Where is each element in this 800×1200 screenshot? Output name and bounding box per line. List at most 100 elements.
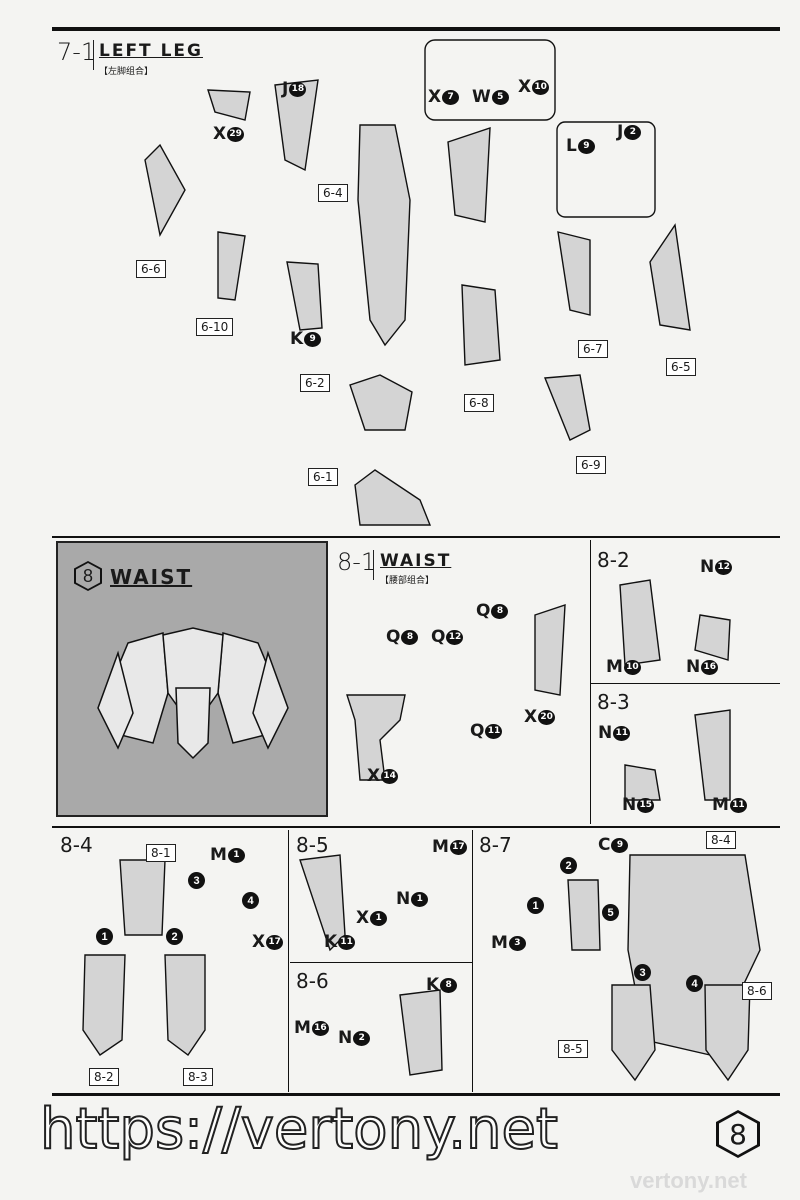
step-order-badge: 4 [686,975,703,992]
bottom-rule [52,1093,780,1096]
part-number-badge: 11 [338,934,356,950]
part-letter: J [282,79,289,99]
part-letter: Q [431,627,446,647]
part-letter: X [428,87,442,107]
part-number-badge: 16 [701,659,719,675]
part-letter: X [213,124,227,144]
top-rule [52,27,780,31]
part-number-badge: 29 [227,126,245,142]
lower-rule [52,826,780,828]
part-number-badge: 9 [577,138,595,154]
part-number-badge: 18 [289,81,307,97]
reference-box: 8-6 [742,982,772,1000]
footer-watermark: vertony.net [630,1168,747,1193]
part-letter: C [598,835,611,855]
mid-rule [52,536,780,538]
part-letter: N [700,557,715,577]
reference-box: 8-2 [89,1068,119,1086]
part-letter: J [617,122,624,142]
part-letter: N [622,795,637,815]
part-number-badge: 11 [613,725,631,741]
part-number-badge: 8 [401,629,419,645]
part-number-badge: 8 [440,977,458,993]
step-order-badge: 1 [96,928,113,945]
part-letter: K [290,329,304,349]
part-letter: N [396,889,411,909]
part-number-badge: 20 [538,709,556,725]
reference-box: 6-7 [578,340,608,358]
reference-box: 6-9 [576,456,606,474]
part-letter: Q [386,627,401,647]
part-number-badge: 14 [381,768,399,784]
part-letter: L [566,136,577,156]
reference-box: 6-5 [666,358,696,376]
part-number-badge: 17 [266,934,284,950]
part-number-badge: 1 [227,847,245,863]
part-letter: X [367,766,381,786]
divider [290,962,472,963]
reference-box: 6-1 [308,468,338,486]
reference-box: 6-6 [136,260,166,278]
section-8-2-number: 8-2 [597,548,630,572]
part-letter: N [686,657,701,677]
step-order-badge: 2 [560,857,577,874]
part-number-badge: 2 [353,1030,371,1046]
part-number-badge: 9 [611,837,629,853]
section-8-4-number: 8-4 [60,833,93,857]
part-number-badge: 11 [485,723,503,739]
section-8-7-number: 8-7 [479,833,512,857]
reference-box: 6-4 [318,184,348,202]
part-letter: Q [470,721,485,741]
part-letter: N [598,723,613,743]
part-letter: X [524,707,538,727]
step-order-badge: 2 [166,928,183,945]
part-number-badge: 16 [311,1020,329,1036]
divider [472,830,473,1092]
reference-box: 8-3 [183,1068,213,1086]
part-letter: M [210,845,227,865]
part-letter: M [294,1018,311,1038]
part-number-badge: 12 [446,629,464,645]
waist-title: WAIST [110,565,193,589]
section-8-1-subtitle: 【腰部组合】 [380,576,435,586]
part-number-badge: 3 [508,935,526,951]
step-order-badge: 1 [527,897,544,914]
part-number-badge: 17 [449,839,467,855]
part-letter: X [252,932,266,952]
part-number-badge: 12 [715,559,733,575]
page-number: 8 [719,1113,757,1155]
part-letter: X [356,908,370,928]
section-8-1-number: 8-1 [337,548,377,576]
part-number-badge: 10 [623,659,641,675]
divider [590,683,780,684]
section-8-1-title: WAIST [380,551,452,571]
section-8-6-number: 8-6 [296,969,329,993]
part-number-badge: 9 [304,331,322,347]
part-number-badge: 7 [442,89,460,105]
part-letter: K [426,975,440,995]
part-letter: X [518,77,532,97]
divider [288,830,289,1092]
part-number-badge: 1 [370,910,388,926]
reference-box: 8-5 [558,1040,588,1058]
